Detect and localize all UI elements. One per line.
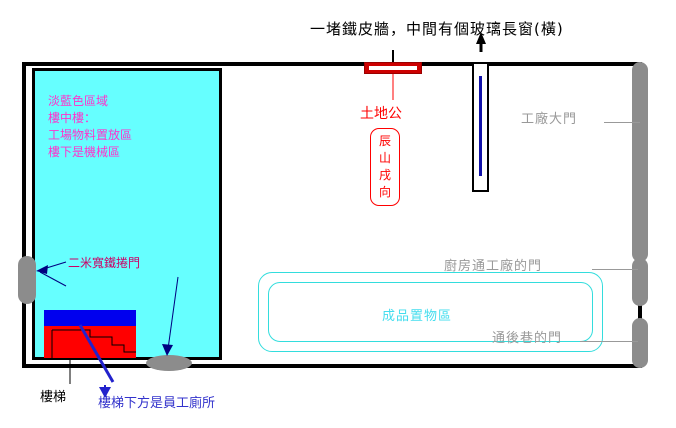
wall-left xyxy=(22,62,26,368)
stairs-block xyxy=(44,326,136,358)
leader-line-main-gate xyxy=(604,122,640,123)
shrine-title: 土地公 xyxy=(360,106,402,122)
glass-window-pane xyxy=(479,76,482,176)
top-caption-iron-wall: 一堵鐵皮牆，中間有個玻璃長窗(橫) xyxy=(310,20,564,38)
wall-bottom xyxy=(22,364,642,368)
stairs-label: 樓梯 xyxy=(40,390,67,405)
mezzanine-line-2: 樓中樓： xyxy=(48,111,97,125)
shrine-orientation-text: 辰山戌向 xyxy=(378,134,391,199)
shrine-orientation-box: 辰山戌向 xyxy=(370,128,400,206)
door-mezzanine-south xyxy=(146,355,192,371)
storage-area-label: 成品置物區 xyxy=(382,309,453,324)
stairs-landing-band xyxy=(44,310,136,326)
label-back-alley-door: 通後巷的門 xyxy=(492,331,563,346)
wall-top xyxy=(22,62,642,66)
door-back-alley xyxy=(632,318,648,368)
storage-area-inner-border xyxy=(268,282,593,342)
door-kitchen-to-factory xyxy=(632,258,648,306)
mezzanine-label: 淡藍色區域 樓中樓： 工場物料置放區 樓下是機械區 xyxy=(48,93,132,161)
shrine-altar-bar xyxy=(364,62,422,74)
door-factory-main-gate xyxy=(632,62,648,262)
glass-window-frame xyxy=(472,62,489,192)
storage-area-outer-border xyxy=(258,272,603,352)
door-rolling-left xyxy=(18,256,36,304)
mezzanine-line-4: 樓下是機械區 xyxy=(48,145,121,159)
label-factory-main-gate: 工廠大門 xyxy=(521,112,578,127)
shrine-altar-bar-inner xyxy=(369,66,417,70)
leader-line-kitchen xyxy=(592,269,638,270)
mezzanine-line-1: 淡藍色區域 xyxy=(48,94,109,108)
mezzanine-line-3: 工場物料置放區 xyxy=(48,128,133,142)
leader-line-alley xyxy=(580,341,638,342)
label-kitchen-to-factory-door: 廚房通工廠的門 xyxy=(444,259,543,274)
stairs-restroom-note: 樓梯下方是員工廁所 xyxy=(98,396,216,411)
rolling-door-label: 二米寬鐵捲門 xyxy=(68,256,141,270)
